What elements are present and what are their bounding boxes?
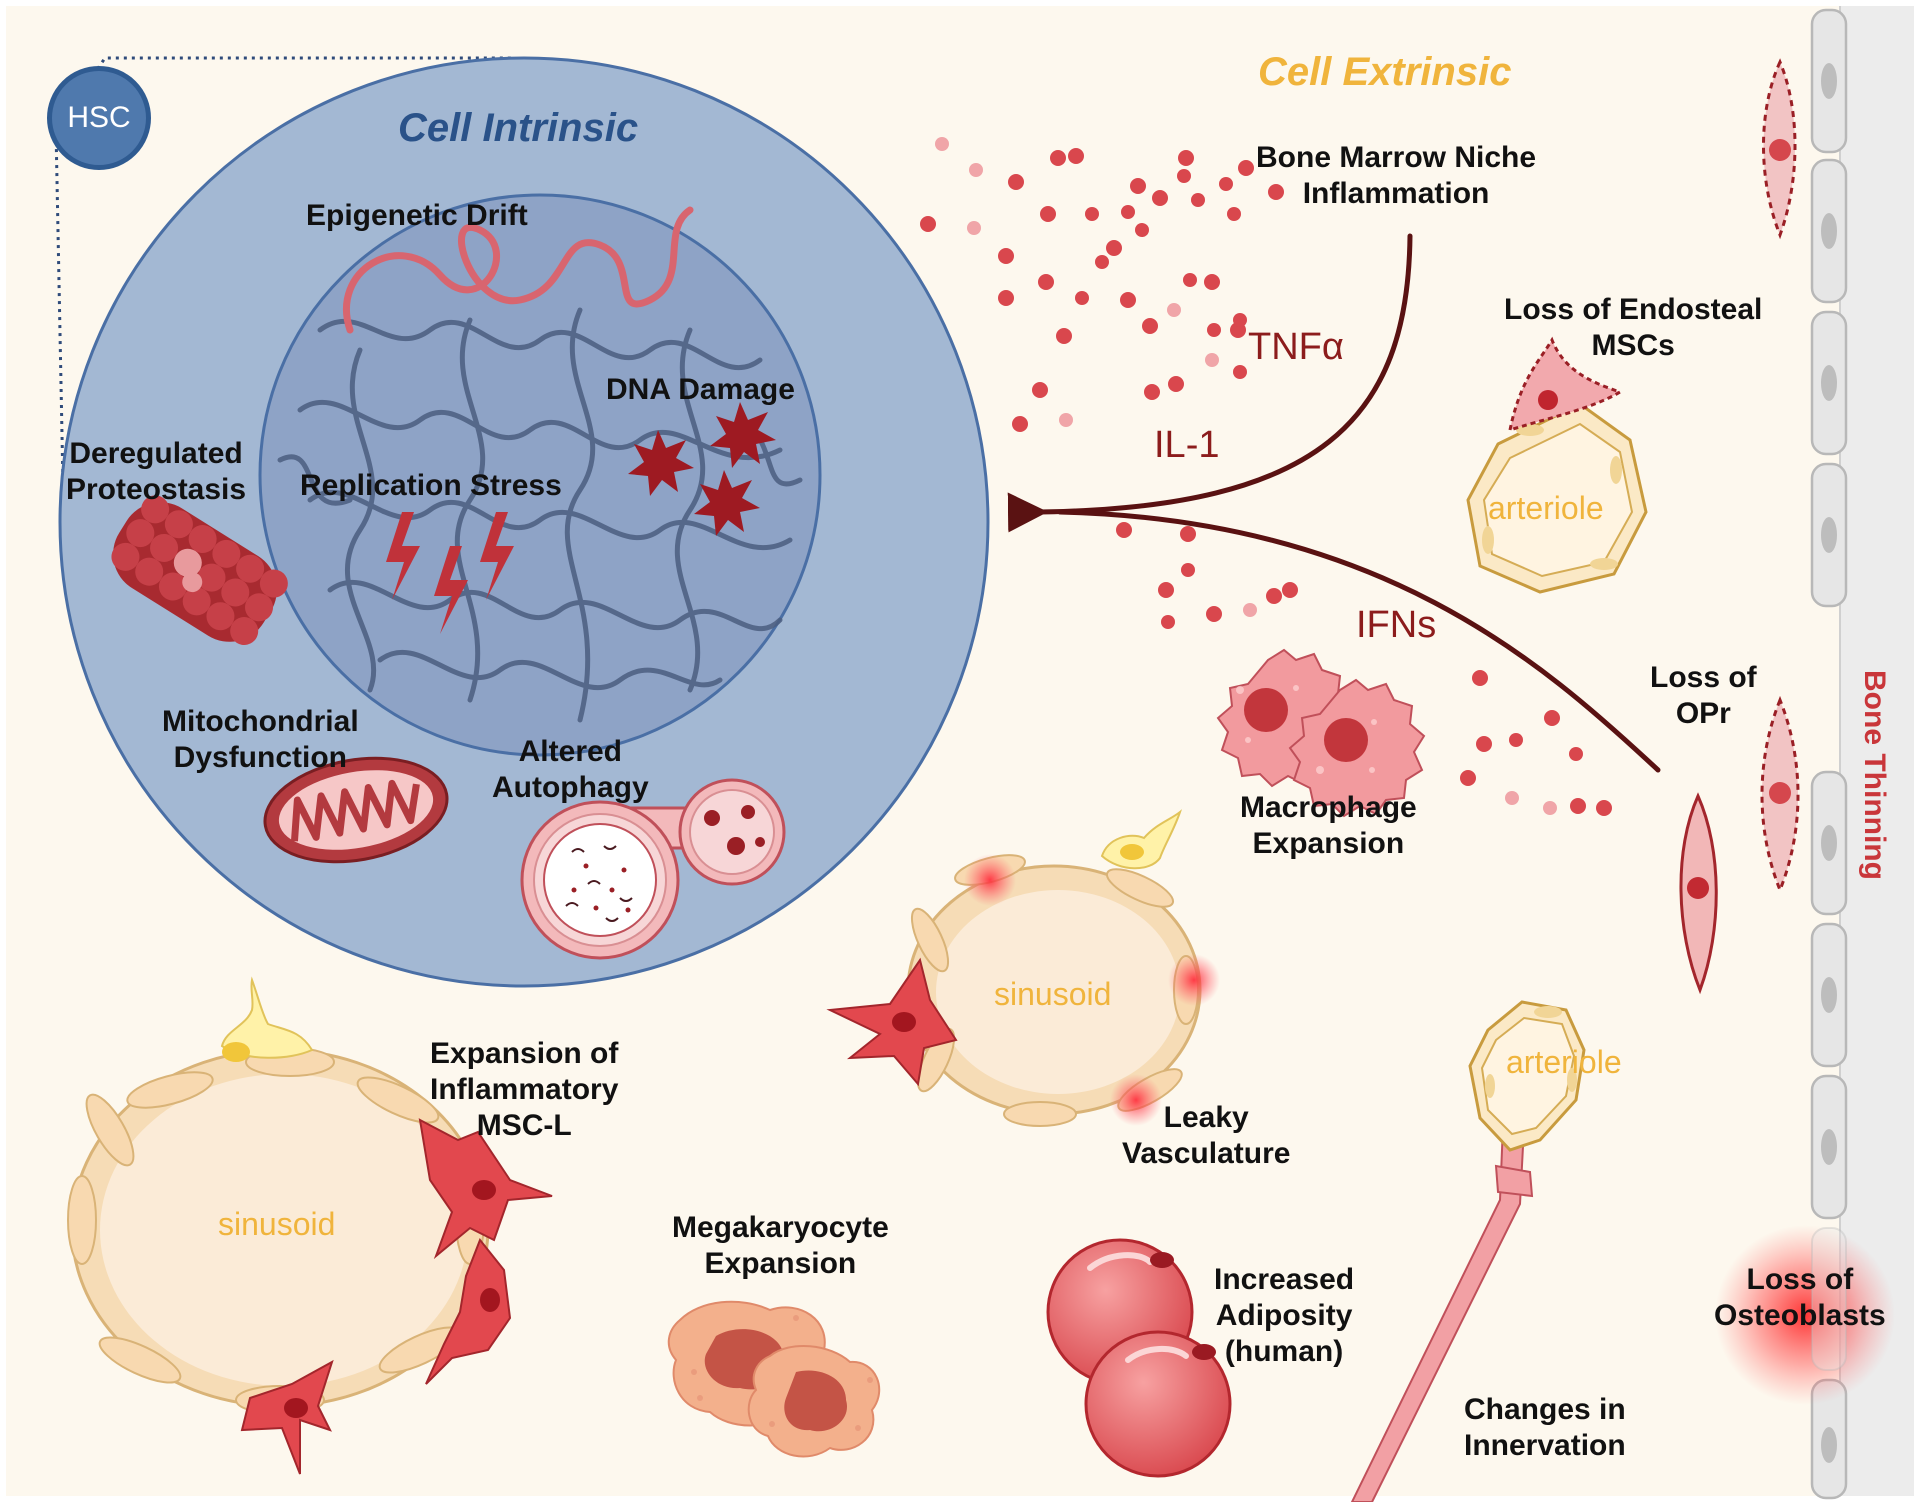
label-line: OPr xyxy=(1675,697,1731,730)
label-increased-adiposity: Increased Adiposity (human) xyxy=(1214,1262,1354,1370)
label-line: MSCs xyxy=(1591,329,1675,362)
macrophages xyxy=(1216,648,1426,818)
label-line: Leaky xyxy=(1163,1101,1249,1134)
cell-extrinsic-heading: Cell Extrinsic xyxy=(1258,50,1512,94)
label-dna-damage: DNA Damage xyxy=(606,373,795,406)
label-macrophage-expansion: Macrophage Expansion xyxy=(1240,790,1417,862)
label-line: Mitochondrial xyxy=(162,705,359,738)
label-leaky-vasculature: Leaky Vasculature xyxy=(1122,1100,1290,1172)
cell-intrinsic-heading: Cell Intrinsic xyxy=(398,106,639,150)
label-line: Altered xyxy=(518,735,622,768)
label-line: Increased xyxy=(1214,1263,1355,1296)
label-line: Expansion xyxy=(1252,827,1405,860)
label-line: Megakaryocyte xyxy=(672,1211,889,1244)
label-line: Loss of Endosteal xyxy=(1504,293,1763,326)
label-line: Loss of xyxy=(1746,1263,1854,1296)
label-line: Innervation xyxy=(1464,1429,1626,1462)
label-megakaryocyte-expansion: Megakaryocyte Expansion xyxy=(672,1210,889,1282)
cytokine-dots xyxy=(920,137,1612,816)
label-line: Inflammatory xyxy=(430,1073,619,1106)
label-line: MSC-L xyxy=(476,1109,572,1142)
cytokine-tnf: TNFα xyxy=(1248,326,1344,368)
label-line: Dysfunction xyxy=(173,741,347,774)
label-arteriole-top: arteriole xyxy=(1488,490,1604,526)
arteriole-top xyxy=(1466,336,1648,594)
label-line: Osteoblasts xyxy=(1714,1299,1886,1332)
megakaryocytes xyxy=(667,1300,881,1458)
label-arteriole-bottom: arteriole xyxy=(1506,1044,1622,1080)
label-loss-opr: Loss of OPr xyxy=(1650,660,1757,732)
arteriole-bottom xyxy=(1350,1000,1586,1502)
label-altered-autophagy: Altered Autophagy xyxy=(492,734,649,806)
label-mitochondrial-dysfunction: Mitochondrial Dysfunction xyxy=(162,704,359,776)
label-line: Proteostasis xyxy=(66,473,247,506)
label-sinusoid-mid: sinusoid xyxy=(994,976,1112,1012)
chromatin xyxy=(277,307,803,723)
cytokine-il1: IL-1 xyxy=(1154,424,1220,466)
label-line: Loss of xyxy=(1650,661,1757,694)
label-replication-stress: Replication Stress xyxy=(300,469,562,502)
hsc-badge: HSC xyxy=(47,66,151,170)
label-line: Adiposity xyxy=(1215,1299,1353,1332)
dna-damage-stars xyxy=(628,402,776,536)
inflammation-arrows xyxy=(1007,233,1661,773)
epigenetic-strand xyxy=(343,206,694,334)
cytokine-ifns: IFNs xyxy=(1356,604,1437,646)
label-line: Changes in xyxy=(1464,1393,1626,1426)
label-line: Vasculature xyxy=(1122,1137,1291,1170)
label-line: Deregulated xyxy=(69,437,243,470)
proteasome xyxy=(111,495,288,646)
label-line: Bone Marrow Niche xyxy=(1256,141,1537,174)
label-expansion-msc-l: Expansion of Inflammatory MSC-L xyxy=(430,1036,618,1144)
hsc-cell xyxy=(54,56,990,988)
label-sinusoid-left: sinusoid xyxy=(218,1206,336,1242)
adipocytes xyxy=(1046,1238,1232,1478)
bone-column xyxy=(1715,6,1914,1500)
label-deregulated-proteostasis: Deregulated Proteostasis xyxy=(66,436,246,508)
label-epigenetic-drift: Epigenetic Drift xyxy=(306,199,528,232)
label-line: Expansion of xyxy=(430,1037,619,1070)
label-line: Expansion xyxy=(704,1247,857,1280)
label-line: Autophagy xyxy=(492,771,649,804)
replication-stress-bolts xyxy=(386,512,514,634)
label-line: Inflammation xyxy=(1302,177,1490,210)
label-loss-endosteal-mscs: Loss of Endosteal MSCs xyxy=(1504,292,1762,364)
label-line: Macrophage xyxy=(1240,791,1417,824)
opr-cell xyxy=(1679,792,1718,995)
sinusoid-mid xyxy=(826,809,1220,1127)
label-bm-niche-inflammation: Bone Marrow Niche Inflammation xyxy=(1256,140,1536,212)
sinusoid-left xyxy=(67,976,553,1475)
label-loss-osteoblasts: Loss of Osteoblasts xyxy=(1714,1262,1886,1334)
label-line: (human) xyxy=(1224,1335,1344,1368)
mitochondrion xyxy=(263,756,449,864)
autophagosome xyxy=(520,778,786,960)
label-bone-thinning: Bone Thinning xyxy=(1858,670,1891,880)
label-changes-innervation: Changes in Innervation xyxy=(1464,1392,1626,1464)
